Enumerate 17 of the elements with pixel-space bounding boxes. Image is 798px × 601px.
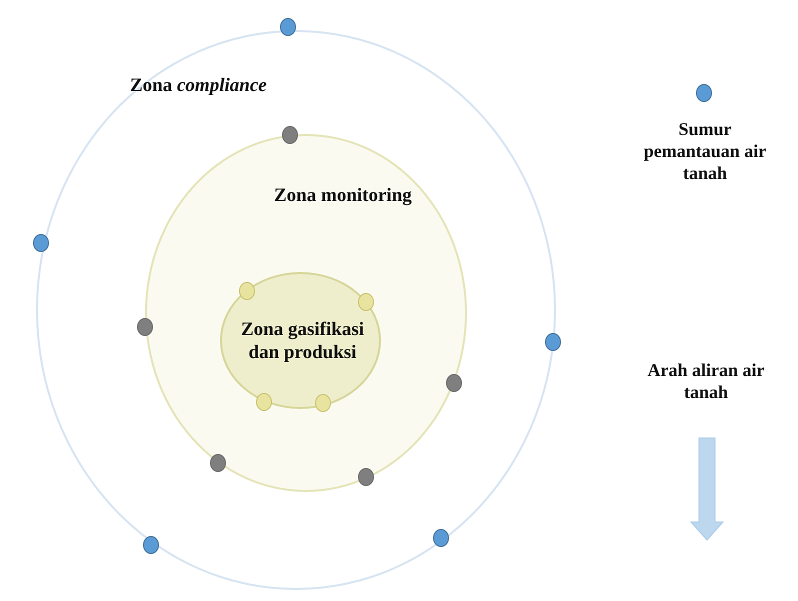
zone-label: Zona compliance: [130, 74, 268, 97]
legend-label: Sumur pemantauan air tanah: [642, 118, 768, 184]
monitoring-well-marker: [315, 394, 331, 412]
monitoring-well-marker: [33, 234, 49, 252]
flow-direction-label: Arah aliran air tanah: [646, 359, 766, 403]
monitoring-well-marker: [239, 282, 255, 300]
monitoring-well-marker: [358, 293, 374, 311]
monitoring-well-marker: [137, 318, 153, 336]
monitoring-well-marker: [446, 374, 462, 392]
monitoring-well-marker: [545, 333, 561, 351]
monitoring-well-marker: [210, 454, 226, 472]
zone-label: Zona gasifikasi dan produksi: [240, 318, 365, 364]
zone-label: Zona monitoring: [274, 184, 413, 207]
monitoring-well-marker: [280, 18, 296, 36]
monitoring-well-marker: [256, 393, 272, 411]
monitoring-well-marker: [282, 126, 298, 144]
monitoring-well-marker: [358, 468, 374, 486]
